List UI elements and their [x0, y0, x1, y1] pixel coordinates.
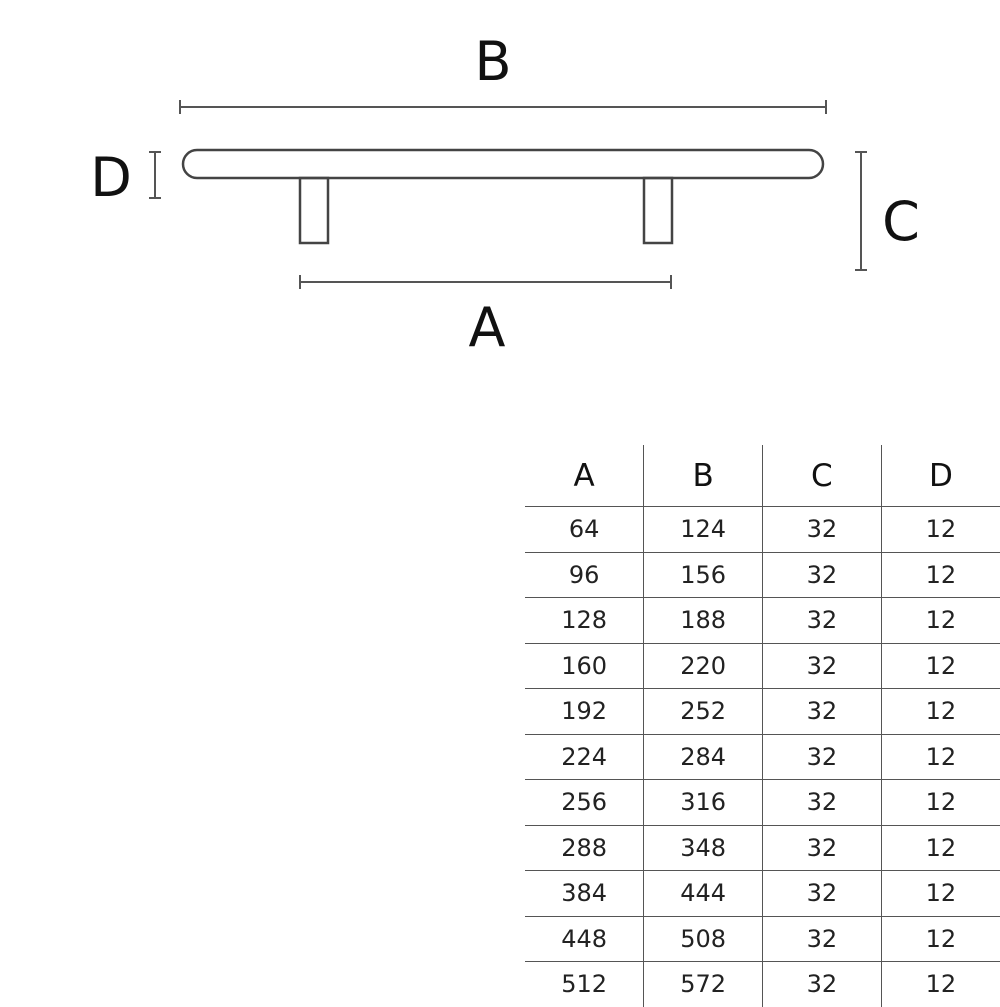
- table-cell-d: 12: [880, 779, 1000, 826]
- table-cell-d: 12: [880, 825, 1000, 871]
- label-c: C: [882, 190, 920, 253]
- table-cell-a: 224: [525, 734, 644, 780]
- table-cell-d: 12: [880, 643, 1000, 689]
- table-cell-c: 32: [762, 779, 882, 826]
- dimension-line-b: [179, 100, 827, 114]
- handle-leg-right: [642, 176, 674, 245]
- header-b: B: [643, 445, 763, 507]
- table-cell-d: 12: [880, 552, 1000, 598]
- table-cell-a: 128: [525, 597, 644, 644]
- header-a: A: [525, 445, 644, 507]
- table-cell-b: 252: [643, 688, 763, 735]
- table-cell-c: 32: [762, 870, 882, 917]
- table-cell-c: 32: [762, 916, 882, 962]
- handle-bar: [181, 148, 825, 180]
- table-cell-b: 220: [643, 643, 763, 689]
- table-cell-b: 156: [643, 552, 763, 598]
- table-cell-d: 12: [880, 506, 1000, 553]
- table-cell-b: 508: [643, 916, 763, 962]
- table-cell-d: 12: [880, 870, 1000, 917]
- dimension-line-a: [299, 275, 672, 289]
- table-cell-d: 12: [880, 916, 1000, 962]
- label-d: D: [90, 146, 132, 209]
- table-cell-c: 32: [762, 825, 882, 871]
- table-cell-a: 384: [525, 870, 644, 917]
- table-cell-a: 448: [525, 916, 644, 962]
- dimension-line-d: [149, 151, 161, 199]
- table-cell-d: 12: [880, 597, 1000, 644]
- table-header-row: A B C D: [525, 445, 1000, 507]
- table-cell-b: 124: [643, 506, 763, 553]
- header-c: C: [762, 445, 882, 507]
- table-cell-b: 444: [643, 870, 763, 917]
- table-cell-b: 284: [643, 734, 763, 780]
- table-cell-c: 32: [762, 734, 882, 780]
- table-cell-b: 348: [643, 825, 763, 871]
- label-b: B: [474, 30, 511, 93]
- table-cell-a: 160: [525, 643, 644, 689]
- dimension-line-c: [855, 151, 867, 271]
- table-cell-b: 316: [643, 779, 763, 826]
- label-a: A: [469, 296, 506, 359]
- table-cell-a: 256: [525, 779, 644, 826]
- table-cell-d: 12: [880, 688, 1000, 735]
- table-cell-a: 64: [525, 506, 644, 553]
- header-d: D: [880, 445, 1000, 507]
- table-cell-c: 32: [762, 688, 882, 735]
- table-cell-b: 188: [643, 597, 763, 644]
- table-cell-d: 12: [880, 734, 1000, 780]
- table-cell-b: 572: [643, 961, 763, 1007]
- table-cell-c: 32: [762, 961, 882, 1007]
- table-cell-c: 32: [762, 597, 882, 644]
- table-cell-a: 192: [525, 688, 644, 735]
- table-cell-c: 32: [762, 643, 882, 689]
- table-cell-a: 96: [525, 552, 644, 598]
- table-cell-c: 32: [762, 552, 882, 598]
- table-cell-d: 12: [880, 961, 1000, 1007]
- table-cell-a: 512: [561, 970, 608, 999]
- table-cell-a: 288: [525, 825, 644, 871]
- handle-leg-left: [298, 176, 330, 245]
- table-cell-c: 32: [762, 506, 882, 553]
